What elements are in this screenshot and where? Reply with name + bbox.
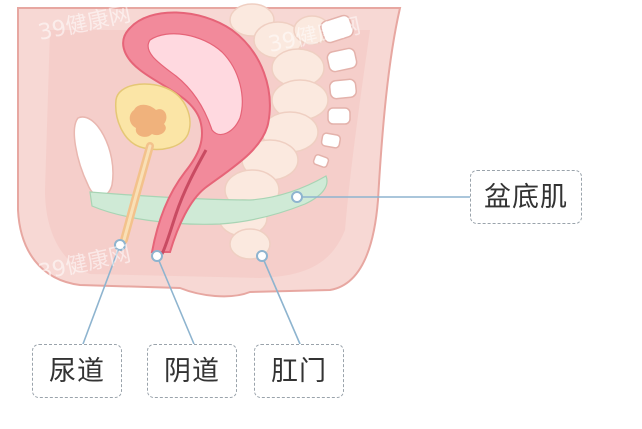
urethra-tube-inner bbox=[122, 144, 152, 242]
vagina-canal bbox=[160, 149, 208, 255]
uterine-cavity bbox=[147, 33, 243, 135]
anus-label-text: 肛门 bbox=[271, 355, 327, 387]
spine bbox=[312, 14, 358, 168]
leader-lines bbox=[82, 196, 470, 345]
anus-point bbox=[256, 250, 268, 262]
urethra-label-text: 尿道 bbox=[49, 355, 105, 387]
bladder-core bbox=[129, 104, 167, 137]
urethra-point bbox=[114, 239, 126, 251]
leader-dots bbox=[114, 191, 303, 262]
urethra-label: 尿道 bbox=[32, 344, 122, 398]
vagina-label-text: 阴道 bbox=[164, 355, 220, 387]
vagina-label: 阴道 bbox=[147, 344, 237, 398]
anus-label: 肛门 bbox=[254, 344, 344, 398]
pelvic-floor-label: 盆底肌 bbox=[470, 170, 582, 224]
pelvic-floor-point bbox=[291, 191, 303, 203]
pelvic-floor-label-text: 盆底肌 bbox=[484, 181, 568, 213]
vagina-point bbox=[151, 250, 163, 262]
